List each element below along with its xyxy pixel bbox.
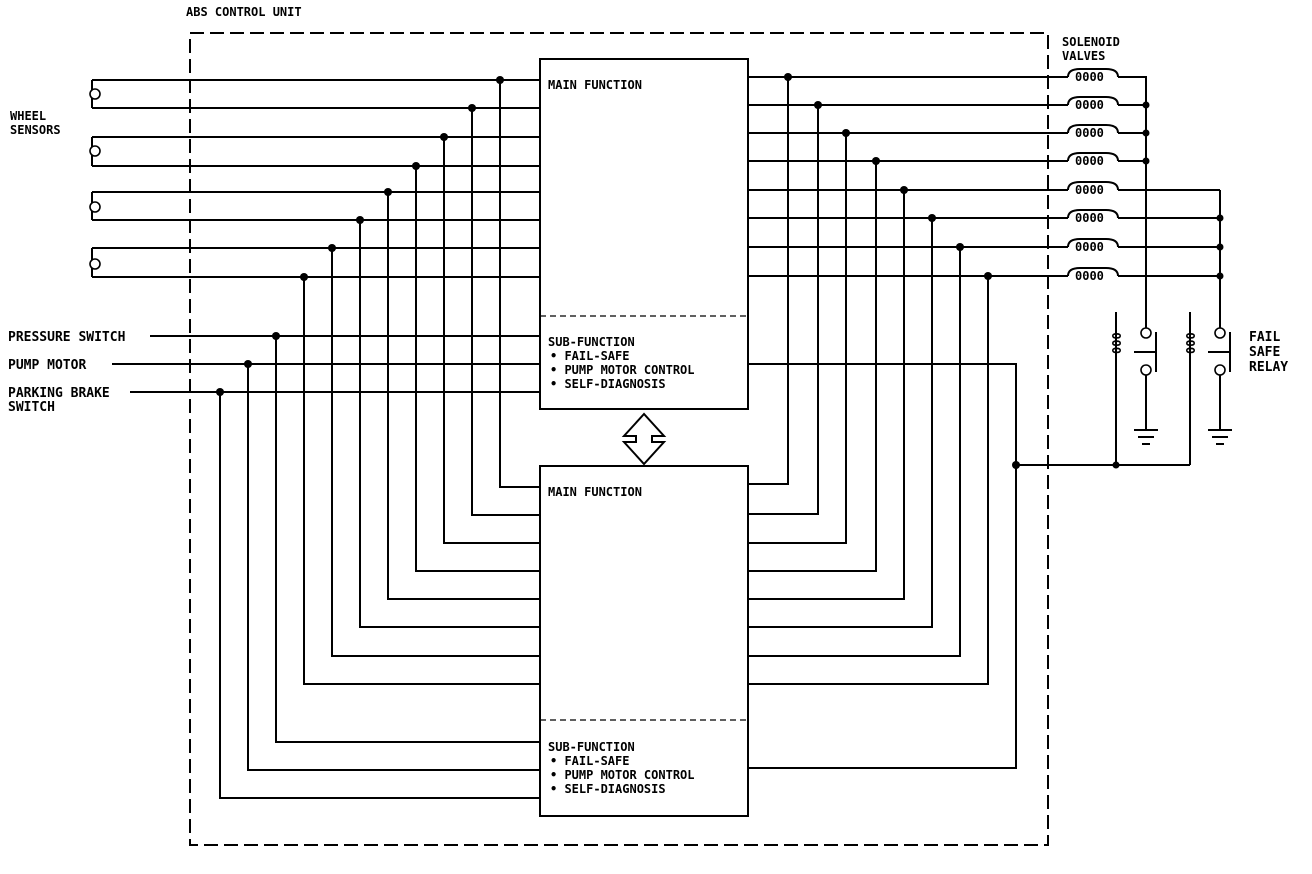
upper-fail-safe: • FAIL-SAFE bbox=[550, 349, 629, 363]
upper-main-function: MAIN FUNCTION bbox=[548, 78, 642, 92]
relay-coil-2: 000 bbox=[1184, 332, 1198, 354]
solenoid-coil-5: 0000 bbox=[1075, 183, 1104, 197]
solenoid-output-wires bbox=[748, 76, 1068, 465]
upper-cpu: MAIN FUNCTION SUB-FUNCTION • FAIL-SAFE •… bbox=[539, 58, 749, 410]
cpu-link-arrow bbox=[621, 412, 667, 466]
solenoid-coil-7: 0000 bbox=[1075, 240, 1104, 254]
upper-pump-motor-control: • PUMP MOTOR CONTROL bbox=[550, 363, 695, 377]
switch-input-wires bbox=[112, 335, 540, 393]
lower-sub-function: SUB-FUNCTION bbox=[548, 740, 635, 754]
solenoid-coil-2: 0000 bbox=[1075, 98, 1104, 112]
control-unit-enclosure bbox=[189, 32, 1049, 846]
solenoid-coil-6: 0000 bbox=[1075, 211, 1104, 225]
upper-self-diagnosis: • SELF-DIAGNOSIS bbox=[550, 377, 666, 391]
left-branch-wires bbox=[216, 76, 540, 799]
relay-coil-1: 000 bbox=[1110, 332, 1124, 354]
right-branch-wires bbox=[748, 73, 1020, 769]
parking-brake-switch-label: PARKING BRAKE bbox=[8, 386, 110, 401]
solenoid-valves-label: SOLENOID bbox=[1062, 35, 1120, 49]
unit-title: ABS CONTROL UNIT bbox=[186, 5, 302, 19]
parking-brake-switch-label-2: SWITCH bbox=[8, 400, 55, 415]
solenoid-valves: 0000 0000 0000 0000 0000 0000 0000 0000 bbox=[1067, 68, 1224, 330]
solenoid-coil-4: 0000 bbox=[1075, 154, 1104, 168]
lower-fail-safe: • FAIL-SAFE bbox=[550, 754, 629, 768]
lower-pump-motor-control: • PUMP MOTOR CONTROL bbox=[550, 768, 695, 782]
fail-safe-relay-label-3: RELAY bbox=[1249, 360, 1288, 375]
pump-motor-label: PUMP MOTOR bbox=[8, 358, 86, 373]
fail-safe-relay-label-2: SAFE bbox=[1249, 345, 1280, 360]
lower-main-function: MAIN FUNCTION bbox=[548, 485, 642, 499]
fail-safe-relay-label: FAIL bbox=[1249, 330, 1280, 345]
wheel-sensor-terminals bbox=[89, 80, 101, 277]
solenoid-valves-label-2: VALVES bbox=[1062, 49, 1105, 63]
pressure-switch-label: PRESSURE SWITCH bbox=[8, 330, 125, 345]
solenoid-coil-8: 0000 bbox=[1075, 269, 1104, 283]
lower-cpu: MAIN FUNCTION SUB-FUNCTION • FAIL-SAFE •… bbox=[539, 465, 749, 817]
upper-sub-function: SUB-FUNCTION bbox=[548, 335, 635, 349]
wheel-sensor-wires bbox=[92, 79, 540, 278]
lower-self-diagnosis: • SELF-DIAGNOSIS bbox=[550, 782, 666, 796]
wheel-sensors-label: WHEEL bbox=[10, 109, 46, 123]
solenoid-coil-3: 0000 bbox=[1075, 126, 1104, 140]
wheel-sensors-label-2: SENSORS bbox=[10, 123, 61, 137]
solenoid-coil-1: 0000 bbox=[1075, 70, 1104, 84]
fail-safe-relays: 000 000 bbox=[1016, 300, 1232, 469]
